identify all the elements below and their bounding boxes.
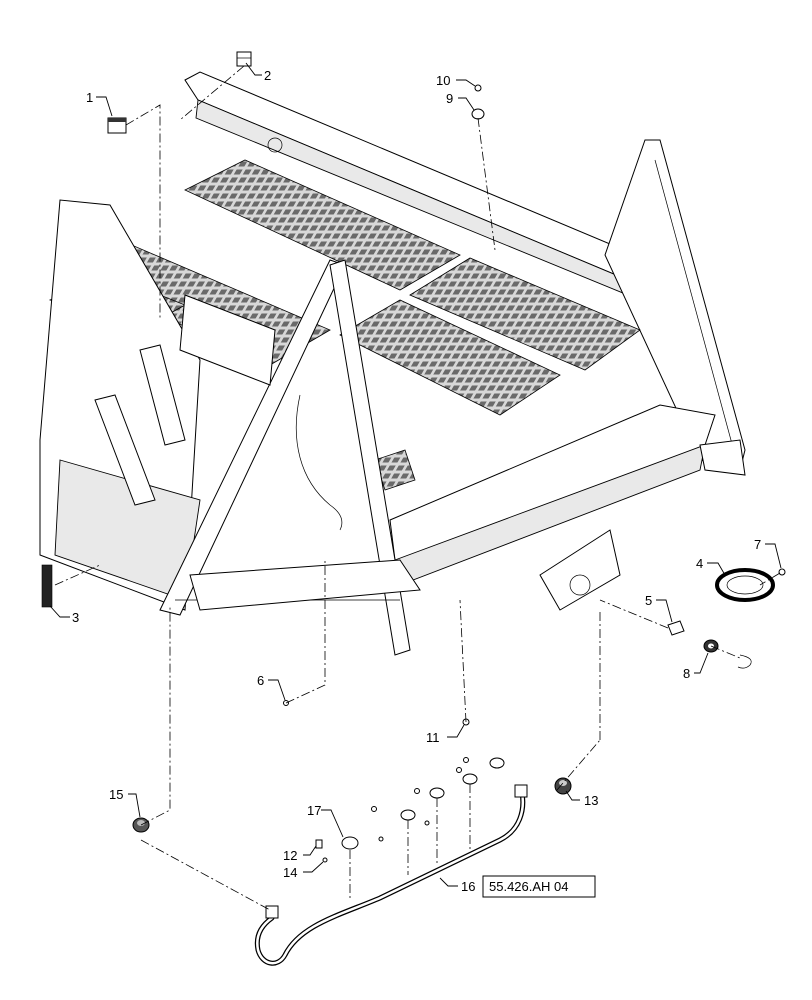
part-9-10-fastener bbox=[471, 84, 485, 120]
part-1-clip bbox=[107, 117, 127, 134]
callout-9: 9 bbox=[446, 91, 453, 106]
callout-3: 3 bbox=[72, 610, 79, 625]
part-7-screw bbox=[778, 568, 786, 576]
reference-box-label: 55.426.AH 04 bbox=[489, 879, 569, 894]
part-16-wire-harness bbox=[254, 784, 528, 966]
part-13-grommet bbox=[554, 777, 572, 795]
callout-8: 8 bbox=[683, 666, 690, 681]
callout-leaders bbox=[49, 62, 782, 887]
callout-11: 11 bbox=[426, 730, 440, 745]
part-2-bracket bbox=[236, 51, 252, 67]
part-3-decal bbox=[41, 564, 53, 608]
callout-4: 4 bbox=[696, 556, 703, 571]
part-12-14-fasteners bbox=[315, 757, 469, 863]
grate-panel bbox=[184, 159, 461, 291]
callout-6: 6 bbox=[257, 673, 264, 688]
callout-2: 2 bbox=[264, 68, 271, 83]
callout-5: 5 bbox=[645, 593, 652, 608]
callout-17: 17 bbox=[307, 803, 321, 818]
callout-13: 13 bbox=[584, 793, 598, 808]
part-5-clamp bbox=[667, 620, 685, 636]
callout-7: 7 bbox=[754, 537, 761, 552]
grate-panel bbox=[339, 299, 561, 416]
assembly-lines bbox=[54, 65, 781, 911]
part-8-grommet bbox=[703, 639, 752, 669]
callout-15: 15 bbox=[109, 787, 123, 802]
grate-panel bbox=[409, 257, 641, 371]
part-4-gasket-ring bbox=[715, 568, 775, 602]
reference-box[interactable]: 55.426.AH 04 bbox=[482, 875, 596, 898]
machine-frame-assembly bbox=[39, 71, 746, 656]
part-17-cable-ties bbox=[341, 757, 505, 850]
callout-14: 14 bbox=[283, 865, 297, 880]
callout-12: 12 bbox=[283, 848, 297, 863]
callout-10: 10 bbox=[436, 73, 450, 88]
callout-1: 1 bbox=[86, 90, 93, 105]
callout-numbers: 1 2 3 4 5 6 7 8 9 10 11 12 13 14 15 16 1… bbox=[72, 68, 761, 894]
callout-16: 16 bbox=[461, 879, 475, 894]
